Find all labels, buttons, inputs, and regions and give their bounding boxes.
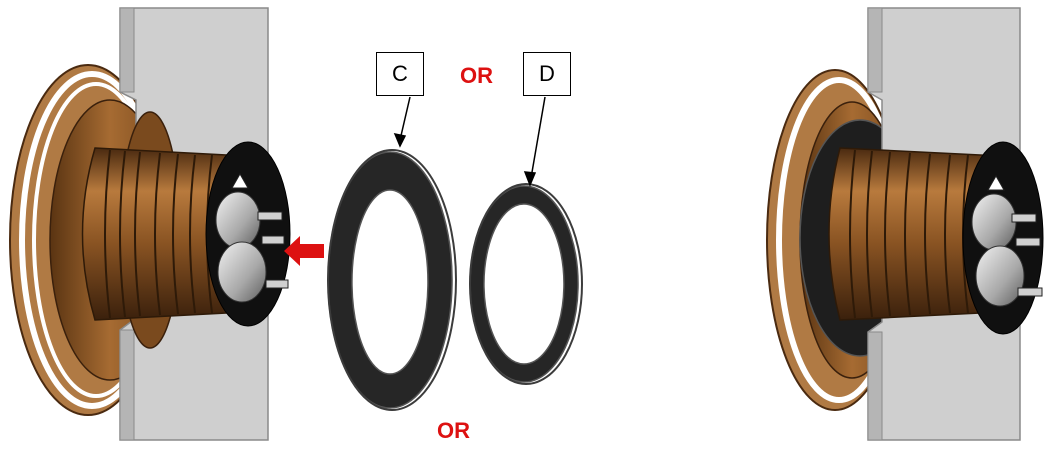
right-terminal-2 <box>1015 237 1041 247</box>
right-terminal-3 <box>1017 287 1043 297</box>
callout-c: C <box>376 52 424 96</box>
gasket-c <box>327 149 457 411</box>
left-wall-edge <box>119 7 135 93</box>
left-terminal-2 <box>261 235 285 245</box>
left-connector-body <box>81 147 246 321</box>
right-assembly <box>766 7 1044 441</box>
callout-d: D <box>523 52 571 96</box>
left-assembly <box>9 7 324 441</box>
right-terminal-1 <box>1011 213 1037 223</box>
gasket-d-edge <box>469 183 583 385</box>
insert-arrow-icon <box>284 236 324 266</box>
right-warning-triangle <box>987 174 1005 191</box>
left-terminal-1 <box>257 211 283 221</box>
callout-leaders <box>393 96 546 188</box>
or-label-bottom: OR <box>437 418 470 443</box>
right-body-grooves <box>849 149 969 319</box>
gasket-d <box>469 183 583 385</box>
right-insert-bottom <box>975 245 1025 307</box>
right-wall-edge-lower <box>867 331 883 441</box>
right-connector-body <box>828 147 1001 321</box>
gasket-c-edge <box>327 149 457 411</box>
left-warning-triangle <box>231 172 249 189</box>
right-insert-top <box>971 193 1017 251</box>
right-wall-edge <box>867 7 883 93</box>
left-terminal-3 <box>265 279 289 289</box>
or-label-top: OR <box>460 63 493 88</box>
left-insert-top <box>215 191 261 249</box>
left-wall-edge-lower <box>119 329 135 441</box>
left-insert-bottom <box>217 241 267 303</box>
